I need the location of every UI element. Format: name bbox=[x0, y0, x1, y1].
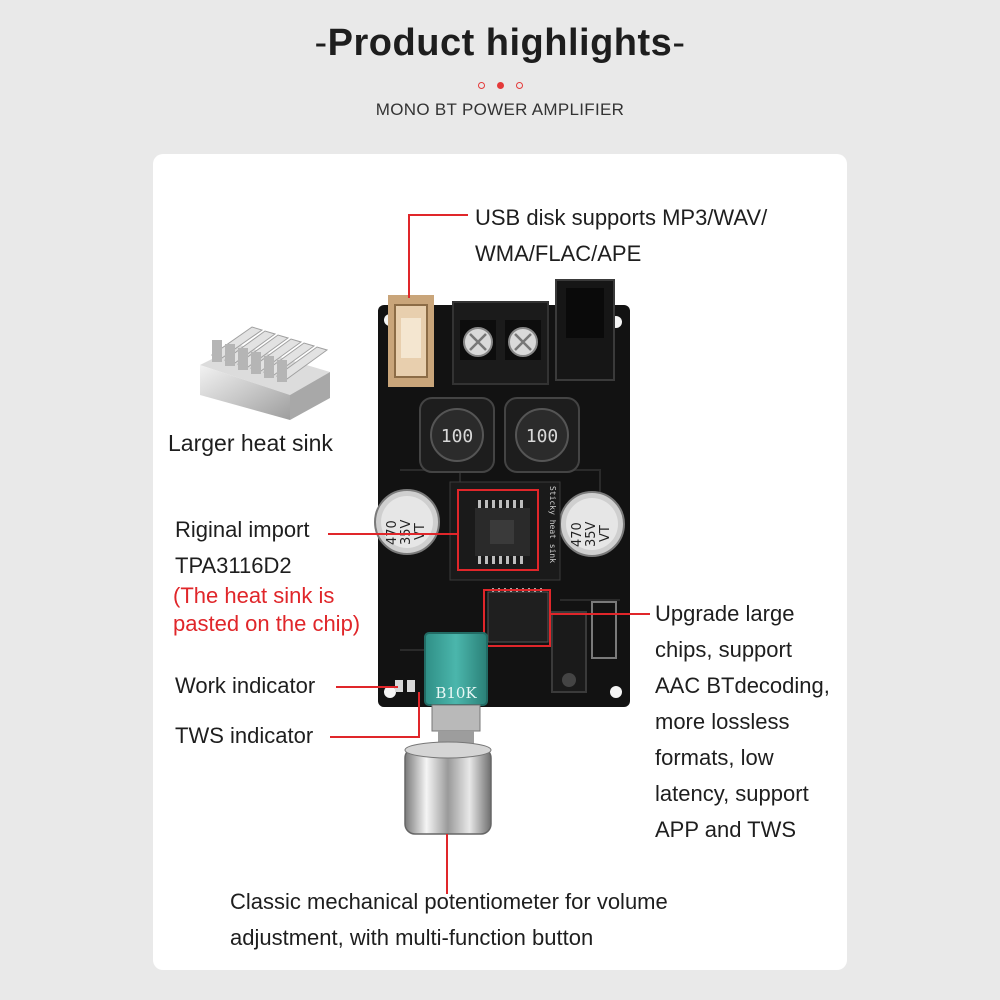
heatsink-silkscreen: Sticky heat sink bbox=[548, 486, 557, 563]
chip-note-line2: pasted on the chip) bbox=[173, 611, 361, 636]
bt-chip-highlight-box bbox=[483, 589, 551, 647]
inductor-right bbox=[504, 397, 580, 473]
upgrade-callout-line7: APP and TWS bbox=[655, 817, 797, 842]
potentiometer-label: B10K bbox=[435, 684, 477, 702]
dc-jack-icon bbox=[555, 279, 615, 381]
dot-ring-icon bbox=[477, 82, 485, 89]
inductor-left bbox=[419, 397, 495, 473]
page-title: -Product highlights- bbox=[314, 22, 686, 64]
usb-callout-line-v bbox=[408, 214, 410, 298]
heat-sink-label: Larger heat sink bbox=[168, 430, 333, 456]
capacitor-right-series: VT bbox=[598, 525, 613, 542]
upgrade-callout-line2: chips, support bbox=[655, 637, 792, 662]
tws-callout-line-v bbox=[418, 692, 420, 738]
upgrade-callout-line1: Upgrade large bbox=[655, 601, 795, 626]
main-chip-icon bbox=[449, 481, 561, 581]
inductor-label-left: 100 bbox=[441, 426, 474, 447]
capacitor-right-voltage: 35V bbox=[584, 521, 599, 547]
upgrade-callout-line5: formats, low bbox=[655, 745, 774, 770]
usb-callout-line2: WMA/FLAC/APE bbox=[475, 241, 642, 266]
bluetooth-chip-icon bbox=[487, 588, 549, 643]
usb-callout-line1: USB disk supports MP3/WAV/ bbox=[475, 205, 768, 230]
audio-jack-icon bbox=[551, 611, 587, 693]
dot-ring-icon bbox=[515, 82, 523, 89]
upgrade-callout-line6: latency, support bbox=[655, 781, 809, 806]
capacitor-left-series: VT bbox=[413, 523, 428, 540]
capacitor-left bbox=[374, 489, 440, 555]
capacitor-left-value: 470 bbox=[385, 520, 400, 545]
usb-port-icon bbox=[388, 295, 434, 387]
inductor-label-right: 100 bbox=[526, 426, 559, 447]
work-led-icon bbox=[395, 680, 403, 692]
tws-callout-line-h bbox=[330, 736, 420, 738]
page-subtitle: MONO BT POWER AMPLIFIER bbox=[375, 100, 625, 119]
chip-callout-line bbox=[328, 533, 458, 535]
pot-callout-line2: adjustment, with multi-function button bbox=[230, 925, 594, 950]
chip-note-line1: (The heat sink is bbox=[173, 583, 335, 608]
pot-callout-line1: Classic mechanical potentiometer for vol… bbox=[230, 889, 668, 914]
usb-callout-line-h bbox=[408, 214, 468, 216]
work-indicator-label: Work indicator bbox=[175, 673, 316, 698]
terminal-block-icon bbox=[452, 301, 549, 385]
title-dots bbox=[0, 82, 1000, 89]
pot-callout-line bbox=[446, 834, 448, 894]
heat-sink-icon bbox=[200, 326, 330, 420]
upgrade-callout-line3: AAC BTdecoding, bbox=[655, 673, 830, 698]
potentiometer-icon bbox=[404, 632, 492, 835]
capacitor-right bbox=[559, 491, 625, 557]
chip-callout-line1: Riginal import bbox=[175, 517, 310, 542]
tws-indicator-label: TWS indicator bbox=[175, 723, 314, 748]
upgrade-callout-line4: more lossless bbox=[655, 709, 790, 734]
capacitor-right-value: 470 bbox=[570, 522, 585, 547]
antenna-icon bbox=[591, 601, 617, 659]
upgrade-callout-line bbox=[550, 613, 650, 615]
chip-callout-line2: TPA3116D2 bbox=[175, 553, 292, 578]
tws-led-icon bbox=[407, 680, 415, 692]
capacitor-left-voltage: 35V bbox=[399, 519, 414, 545]
dot-fill-icon bbox=[496, 82, 504, 89]
chip-highlight-box bbox=[457, 489, 539, 571]
work-callout-line bbox=[336, 686, 398, 688]
